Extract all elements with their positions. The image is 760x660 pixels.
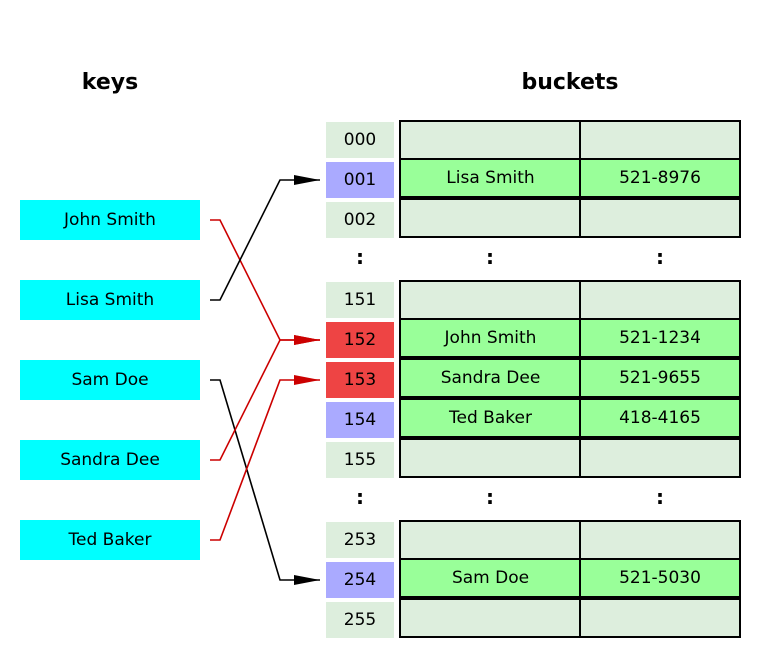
arrow-lisa-smith: [210, 175, 320, 301]
index-255: 255: [326, 602, 394, 638]
index-151: 151: [326, 282, 394, 318]
key-john-smith: John Smith: [20, 200, 200, 240]
key-sam-doe: Sam Doe: [20, 360, 200, 400]
arrow-ted-baker: [210, 375, 320, 541]
bucket-253-phone: [579, 520, 741, 560]
bucket-152-phone: 521-1234: [579, 318, 741, 358]
index-002: 002: [326, 202, 394, 238]
index-254: 254: [326, 562, 394, 598]
bucket-155-phone: [579, 438, 741, 478]
bucket-152-name: John Smith: [399, 318, 582, 358]
arrow-sam-doe: [210, 379, 320, 585]
bucket-153-phone: 521-9655: [579, 358, 741, 398]
ellipsis-phone-1: :: [656, 245, 664, 269]
ellipsis-name-2: :: [486, 485, 494, 509]
key-sandra-dee: Sandra Dee: [20, 440, 200, 480]
index-253: 253: [326, 522, 394, 558]
ellipsis-name-1: :: [486, 245, 494, 269]
bucket-151-phone: [579, 280, 741, 320]
index-001: 001: [326, 162, 394, 198]
key-ted-baker: Ted Baker: [20, 520, 200, 560]
bucket-151-name: [399, 280, 582, 320]
bucket-154-name: Ted Baker: [399, 398, 582, 438]
ellipsis-phone-2: :: [656, 485, 664, 509]
bucket-153-name: Sandra Dee: [399, 358, 582, 398]
index-154: 154: [326, 402, 394, 438]
index-152: 152: [326, 322, 394, 358]
arrow-sandra-dee: [210, 335, 320, 461]
index-155: 155: [326, 442, 394, 478]
bucket-254-phone: 521-5030: [579, 558, 741, 598]
bucket-002-phone: [579, 198, 741, 238]
bucket-002-name: [399, 198, 582, 238]
bucket-000-name: [399, 120, 582, 160]
bucket-001-phone: 521-8976: [579, 158, 741, 198]
index-000: 000: [326, 122, 394, 158]
keys-heading: keys: [81, 70, 139, 95]
buckets-heading: buckets: [521, 70, 619, 95]
ellipsis-index-1: :: [356, 245, 364, 269]
key-lisa-smith: Lisa Smith: [20, 280, 200, 320]
bucket-154-phone: 418-4165: [579, 398, 741, 438]
ellipsis-index-2: :: [356, 485, 364, 509]
bucket-001-name: Lisa Smith: [399, 158, 582, 198]
bucket-255-phone: [579, 598, 741, 638]
arrow-john-smith: [210, 219, 320, 345]
index-153: 153: [326, 362, 394, 398]
